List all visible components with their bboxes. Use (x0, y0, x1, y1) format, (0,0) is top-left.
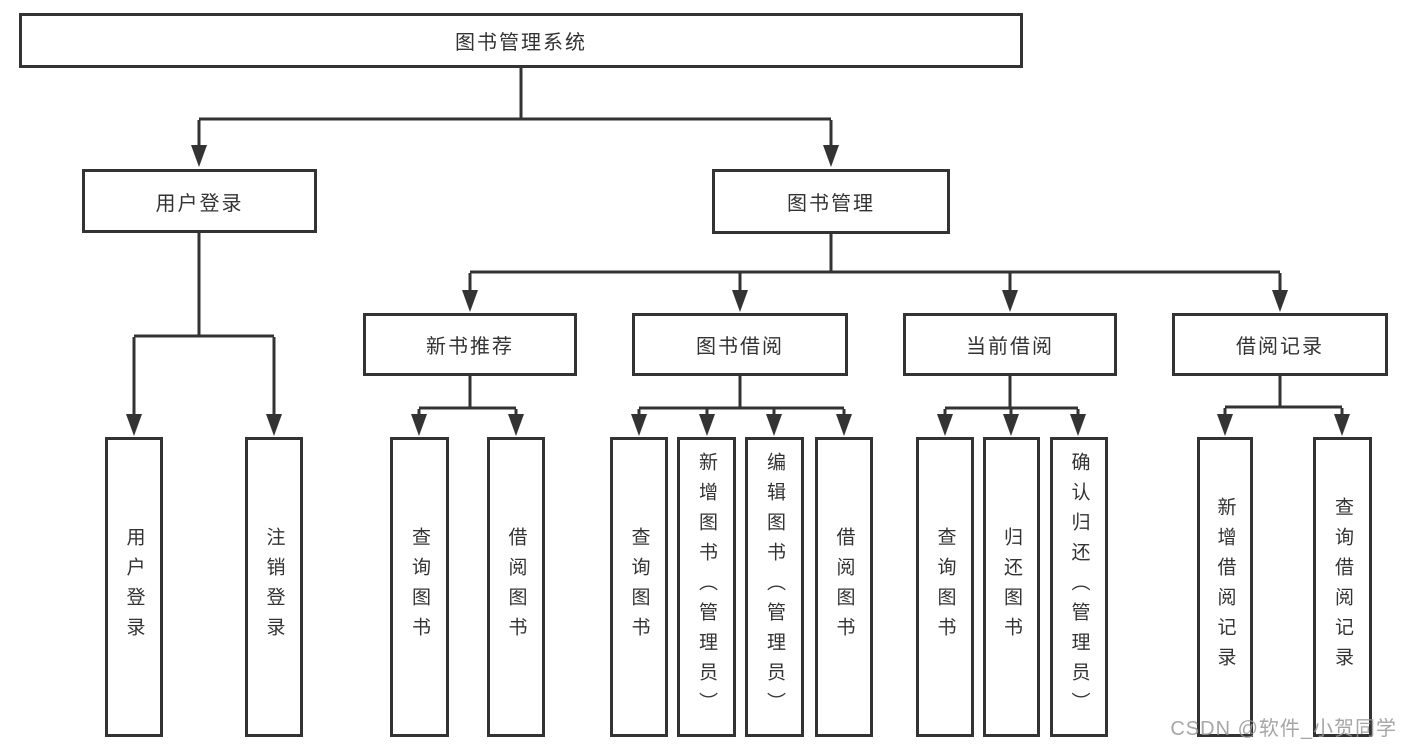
leaf-add-borrow-record: 新增借阅记录 (1197, 437, 1253, 737)
leaf-edit-book-admin: 编辑图书（管理员） (745, 437, 804, 737)
leaf-confirm-return-admin: 确认归还（管理员） (1050, 437, 1108, 737)
leaf-borrow-books: 借阅图书 (815, 437, 873, 737)
node-book-management: 图书管理 (712, 169, 950, 234)
leaf-query-borrow-record: 查询借阅记录 (1313, 437, 1372, 737)
leaf-query-books-recommend: 查询图书 (390, 437, 449, 737)
leaf-logout: 注销登录 (245, 437, 303, 737)
node-current-borrow: 当前借阅 (903, 313, 1117, 376)
leaf-user-login: 用户登录 (105, 437, 163, 737)
node-new-book-recommend: 新书推荐 (363, 313, 577, 376)
leaf-return-book: 归还图书 (983, 437, 1040, 737)
leaf-add-book-admin: 新增图书（管理员） (677, 437, 736, 737)
node-borrow-records: 借阅记录 (1172, 313, 1388, 376)
leaf-borrow-books-recommend: 借阅图书 (487, 437, 545, 737)
leaf-query-books-current: 查询图书 (916, 437, 974, 737)
node-root: 图书管理系统 (19, 13, 1023, 68)
node-book-borrow: 图书借阅 (632, 313, 848, 376)
arrowheads (126, 145, 1350, 436)
leaf-query-books-borrow: 查询图书 (610, 437, 668, 737)
node-user-login: 用户登录 (82, 169, 317, 233)
